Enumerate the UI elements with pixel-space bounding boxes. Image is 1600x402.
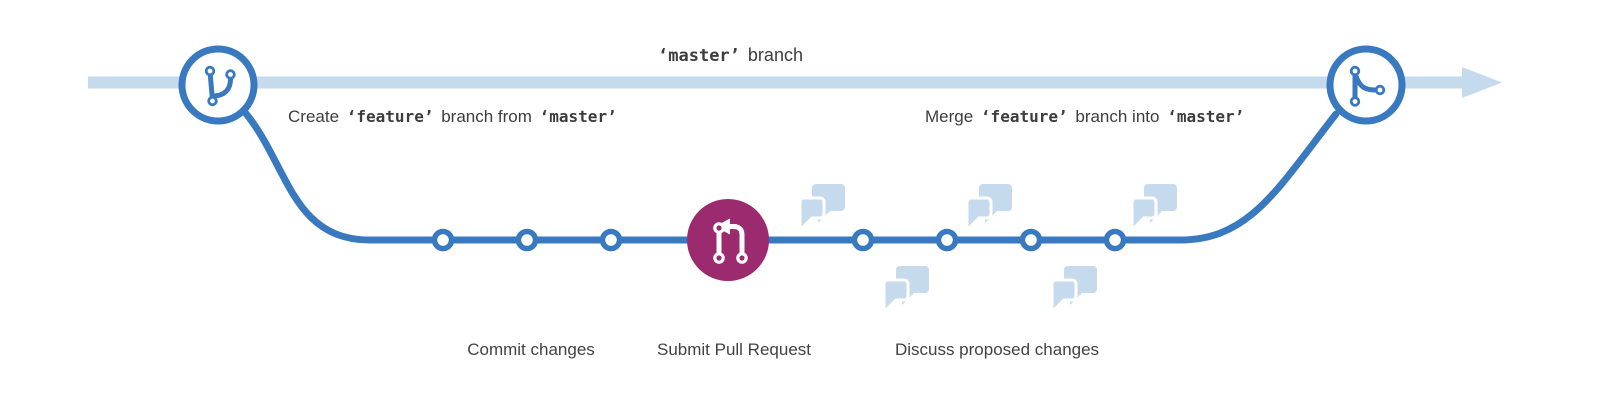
pull-request-icon — [713, 218, 748, 264]
git-merge-icon — [1349, 65, 1386, 107]
chat-bubbles-icon — [965, 182, 1014, 232]
submit-pull-request-label: Submit Pull Request — [656, 340, 812, 359]
merge-point-node — [1326, 45, 1406, 125]
create-branch-label: Create ‘feature’ branch from ‘master’ — [288, 107, 620, 127]
commit-changes-label: Commit changes — [467, 340, 595, 359]
commit-node — [515, 228, 539, 252]
merge-code-master: ‘master’ — [1167, 107, 1245, 126]
merge-text-1: Merge — [925, 107, 974, 126]
master-branch-code: ‘master’ — [658, 46, 740, 66]
create-code-feature: ‘feature’ — [346, 107, 434, 126]
chat-bubbles-icon — [1130, 182, 1179, 232]
create-text-1: Create — [288, 107, 340, 126]
merge-branch-label: Merge ‘feature’ branch into ‘master’ — [925, 107, 1247, 127]
create-text-2: branch from — [441, 107, 532, 126]
commit-node — [1103, 228, 1127, 252]
pull-request-node — [687, 199, 769, 281]
chat-bubbles-icon — [882, 264, 931, 314]
commit-node — [935, 228, 959, 252]
commit-node — [851, 228, 875, 252]
discuss-changes-label: Discuss proposed changes — [894, 340, 1100, 359]
commit-node — [431, 228, 455, 252]
chat-bubbles-icon — [1050, 264, 1099, 314]
create-code-master: ‘master’ — [539, 107, 617, 126]
branch-point-node — [178, 45, 258, 125]
merge-code-feature: ‘feature’ — [980, 107, 1068, 126]
feature-branch-line — [239, 106, 1340, 244]
master-branch-line — [88, 76, 1464, 89]
master-branch-text: branch — [747, 45, 803, 65]
git-branch-icon — [204, 65, 236, 107]
chat-bubbles-icon — [798, 182, 847, 232]
master-arrowhead-icon — [1462, 67, 1502, 98]
commit-node — [599, 228, 623, 252]
commit-node — [1019, 228, 1043, 252]
master-branch-label: ‘master’ branch — [529, 45, 929, 66]
merge-text-2: branch into — [1075, 107, 1160, 126]
